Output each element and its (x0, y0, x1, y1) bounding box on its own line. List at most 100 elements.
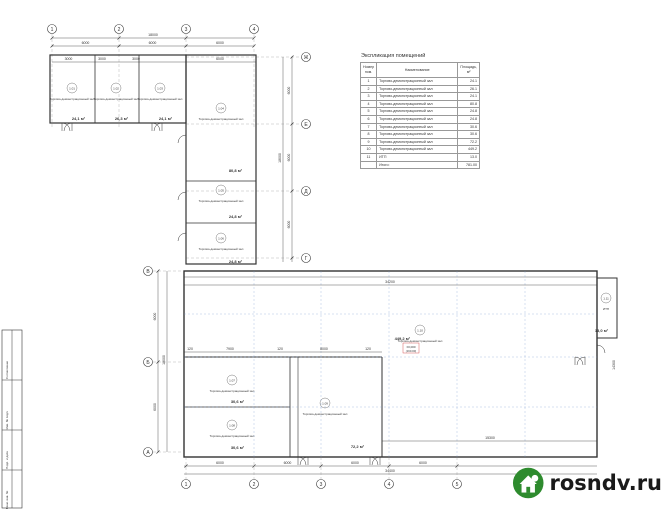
door-icon (63, 122, 73, 132)
dim-tick (50, 44, 54, 48)
door-icon (177, 191, 187, 201)
room-area: 72,2 м² (351, 444, 365, 449)
row-area: 30.6 (457, 130, 480, 139)
row-name: Торгово-демонстрационный зал (376, 107, 459, 116)
dim-tick (387, 464, 391, 468)
dim-tick (319, 464, 323, 468)
axis-bottom-2-circle (249, 479, 259, 489)
row-area: 24.8 (457, 107, 480, 116)
dim-top-span: 6000 (149, 41, 157, 45)
room-area: 30,6 м² (231, 445, 245, 450)
row-number: 5 (359, 107, 378, 116)
dim-right-vertical: 6000 (287, 221, 291, 229)
room-area: 24,8 м² (229, 259, 243, 264)
dim-tick (252, 36, 256, 40)
site-logo[interactable]: rosndv.ru (512, 466, 662, 500)
room-area: 24,8 м² (229, 214, 243, 219)
dim-mid-span: 7900 (226, 347, 234, 351)
axis-bottom-4-circle (384, 479, 394, 489)
dim-top-span: 6000 (82, 41, 90, 45)
dim-right-vertical: 6000 (287, 87, 291, 95)
total-blank (359, 160, 378, 170)
row-number: 1 (359, 77, 378, 86)
dim-tick (117, 36, 121, 40)
row-name: Торгово-демонстрационный зал (376, 77, 459, 86)
row-number: 2 (359, 84, 378, 94)
level-mark-box (402, 342, 420, 354)
axis-right-2: Д (304, 189, 308, 195)
row-name: Торгово-демонстрационный зал (376, 84, 459, 94)
dim-right-total: 18000 (278, 153, 282, 163)
dim-tick (156, 450, 160, 454)
axis-top-1-circle (47, 24, 57, 34)
row-area: 26.1 (457, 84, 480, 94)
door-icon (576, 356, 586, 366)
wall-main-hall (183, 270, 598, 458)
room-number-circle (226, 419, 238, 431)
axis-left-2: А (146, 450, 150, 456)
axis-right-1-circle (301, 119, 311, 129)
room-number: 1.08 (229, 424, 235, 428)
room-number: 1.07 (229, 379, 235, 383)
house-tree-icon (512, 467, 544, 499)
row-area: 24.1 (457, 77, 480, 86)
axis-right-0-circle (301, 52, 311, 62)
axis-top-3: 3 (185, 27, 188, 33)
dim-left-total: 18000 (162, 355, 166, 365)
dim-inner-offset: 120 (277, 347, 283, 351)
dim-mid-span: 120 (187, 347, 193, 351)
axis-top-4: 4 (253, 27, 256, 33)
dim-tick (290, 122, 294, 126)
door-icon (371, 456, 381, 466)
dim-room-width: 3000 (98, 57, 106, 61)
row-name: ИТП (376, 152, 459, 162)
room-number-circle (215, 102, 227, 114)
dim-bottom-total: 34400 (385, 469, 395, 473)
axis-bottom-2: 2 (253, 482, 256, 488)
room-number-circle (319, 397, 331, 409)
room-number: 1.11 (603, 297, 609, 301)
axis-right-2-circle (301, 186, 311, 196)
dim-room-width: 3000 (65, 57, 73, 61)
dim-tick (184, 464, 188, 468)
room-number: 1.01 (69, 87, 75, 91)
room-number-circle (110, 82, 122, 94)
dim-mid-overall: 34200 (385, 280, 395, 284)
room-number: 1.09 (322, 402, 328, 406)
room-number: 1.10 (417, 329, 423, 333)
dim-mid-span: 8000 (320, 347, 328, 351)
row-area: 24.8 (457, 114, 480, 124)
dim-left-vertical: 6000 (153, 313, 157, 321)
axis-left-1-circle (143, 357, 153, 367)
room-number-circle (414, 324, 426, 336)
dim-tick (184, 44, 188, 48)
room-name: Торгово-демонстрационный зал (199, 247, 244, 251)
room-number-circle (215, 232, 227, 244)
col-name: Наименование (376, 62, 459, 78)
door-icon (574, 356, 584, 366)
room-number: 1.05 (218, 189, 224, 193)
dim-bottom-span: 6000 (216, 461, 224, 465)
dim-top-overall: 18000 (148, 33, 158, 37)
room-name: Торгово-демонстрационный зал (210, 389, 255, 393)
dim-bottom-inner: 15300 (485, 436, 495, 440)
axis-left-0-circle (143, 266, 153, 276)
wall-l-wing (185, 54, 257, 265)
room-area: 80,8 м² (229, 168, 243, 173)
axis-right-1: Е (304, 122, 308, 128)
dim-tick (290, 189, 294, 193)
axis-right-0: Ж (304, 55, 309, 61)
axis-left-1: Б (146, 360, 150, 366)
row-name: Торгово-демонстрационный зал (376, 137, 459, 147)
room-area: 26,3 м² (115, 116, 129, 121)
row-area: 72.2 (457, 137, 480, 147)
dim-tick (455, 464, 459, 468)
row-number: 8 (359, 130, 378, 139)
